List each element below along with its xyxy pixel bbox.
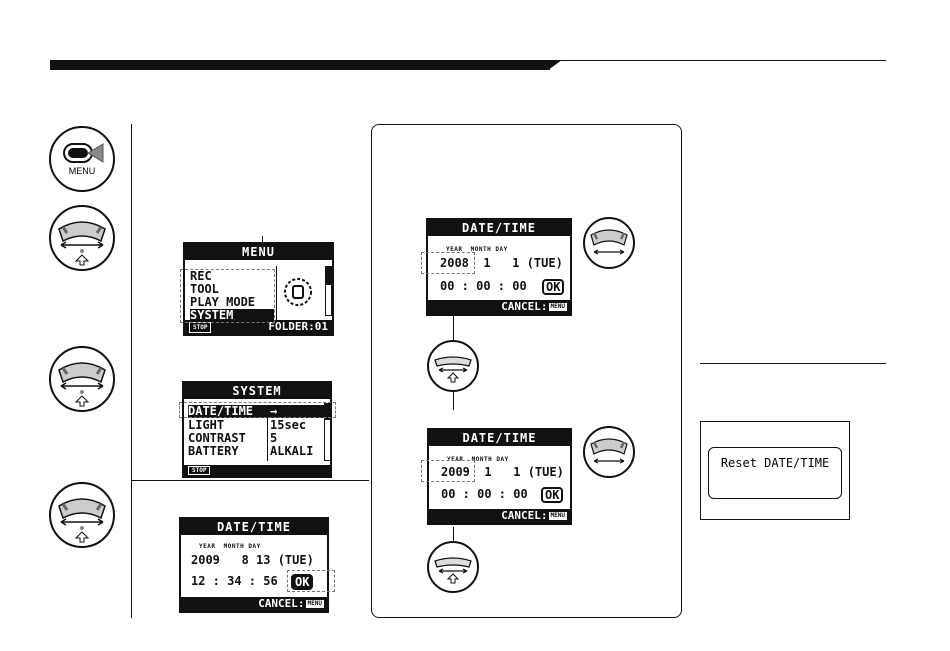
date-value: 2008 1 1 (TUE) — [440, 256, 563, 270]
scrollbar — [324, 403, 331, 461]
menu-screen-title: MENU — [185, 244, 332, 260]
cancel-label: CANCEL: — [501, 509, 548, 522]
folder-label: FOLDER:01 — [268, 320, 328, 333]
date-time-screen-final: DATE/TIME YEAR MONTH DAY 2009 8 13 (TUE)… — [179, 517, 329, 613]
scroll-wheel-icon — [49, 346, 115, 412]
time-value: 00 : 00 : 00 — [440, 279, 527, 293]
time-value: 12 : 34 : 56 — [191, 574, 278, 588]
reset-message: Reset DATE/TIME — [708, 447, 842, 499]
menu-item-tool: TOOL — [190, 282, 219, 296]
date-time-title: DATE/TIME — [428, 220, 570, 236]
menu-item-play-mode: PLAY MODE — [190, 295, 256, 309]
menu-footer: STOP FOLDER:01 — [185, 320, 332, 334]
date-time-screen-a: DATE/TIME YEAR MONTH DAY 2008 1 1 (TUE) … — [426, 218, 572, 316]
step-divider — [131, 124, 132, 618]
menu-badge: MENU — [548, 512, 567, 520]
cancel-label: CANCEL: — [258, 597, 305, 610]
header-band — [50, 60, 550, 70]
time-value: 00 : 00 : 00 — [441, 487, 528, 501]
system-screen-title: SYSTEM — [184, 383, 330, 399]
menu-screen: MENU REC TOOL PLAY MODE SYSTEM STOP FOLD… — [183, 242, 334, 336]
system-row-contrast-value: 5 — [270, 431, 278, 445]
system-row-contrast: CONTRAST — [188, 431, 246, 445]
ok-button: OK — [541, 487, 564, 503]
menu-item-system: SYSTEM — [190, 309, 274, 322]
connector-line — [453, 316, 454, 340]
ok-selection-outline — [287, 570, 335, 592]
date-footer: CANCEL:MENU — [429, 509, 570, 523]
ok-button: OK — [542, 279, 565, 295]
menu-button-label: MENU — [68, 166, 96, 176]
system-screen: SYSTEM DATE/TIME→ LIGHT 15sec CONTRAST 5… — [182, 381, 332, 478]
date-field-header: YEAR MONTH DAY — [447, 456, 509, 463]
date-time-title: DATE/TIME — [181, 519, 327, 535]
year-selection-outline — [421, 252, 475, 274]
scrollbar — [325, 266, 332, 316]
system-row-battery-value: ALKALI — [270, 444, 314, 458]
header-rule — [560, 60, 886, 61]
menu-badge: MENU — [305, 600, 324, 608]
ok-button: OK — [291, 574, 314, 590]
step-separator — [131, 480, 369, 481]
stop-indicator: STOP — [189, 322, 212, 333]
date-footer: CANCEL:MENU — [181, 597, 327, 611]
date-time-title: DATE/TIME — [429, 430, 570, 446]
detail-panel — [371, 124, 682, 618]
reset-screen: Reset DATE/TIME — [700, 421, 850, 520]
date-value: 2009 1 1 (TUE) — [441, 465, 564, 479]
connector-line — [453, 527, 454, 541]
note-rule — [700, 363, 886, 364]
system-row-light: LIGHT — [188, 418, 225, 432]
menu-button-icon: MENU — [49, 126, 115, 192]
date-footer: CANCEL:MENU — [428, 300, 570, 314]
menu-divider — [276, 266, 277, 322]
menu-item-rec: REC — [190, 269, 212, 283]
wheel-rotate-icon — [583, 426, 635, 478]
year-selection-outline — [421, 460, 475, 482]
menu-tick — [262, 236, 263, 242]
system-divider — [267, 417, 268, 461]
date-field-header: YEAR MONTH DAY — [199, 543, 261, 550]
menu-selection-outline — [180, 269, 275, 323]
wheel-rotate-icon — [583, 217, 635, 269]
system-row-battery: BATTERY — [188, 444, 239, 458]
date-value: 2009 8 13 (TUE) — [191, 553, 314, 567]
header-band-tip — [548, 60, 562, 70]
date-time-screen-b: DATE/TIME YEAR MONTH DAY 2009 1 1 (TUE) … — [427, 428, 572, 525]
wheel-press-icon — [427, 340, 479, 392]
system-footer: STOP — [184, 465, 330, 476]
cancel-label: CANCEL: — [501, 300, 548, 313]
scroll-wheel-icon — [49, 205, 115, 271]
date-field-header: YEAR MONTH DAY — [446, 246, 508, 253]
menu-badge: MENU — [548, 303, 567, 311]
system-row-date-time: DATE/TIME→ — [188, 405, 324, 418]
gear-icon — [284, 278, 312, 306]
scroll-wheel-icon — [49, 482, 115, 548]
stop-indicator: STOP — [188, 466, 211, 475]
wheel-press-icon — [427, 541, 479, 593]
connector-line — [453, 392, 454, 410]
system-row-light-value: 15sec — [270, 418, 307, 432]
system-selection-outline — [179, 402, 336, 418]
